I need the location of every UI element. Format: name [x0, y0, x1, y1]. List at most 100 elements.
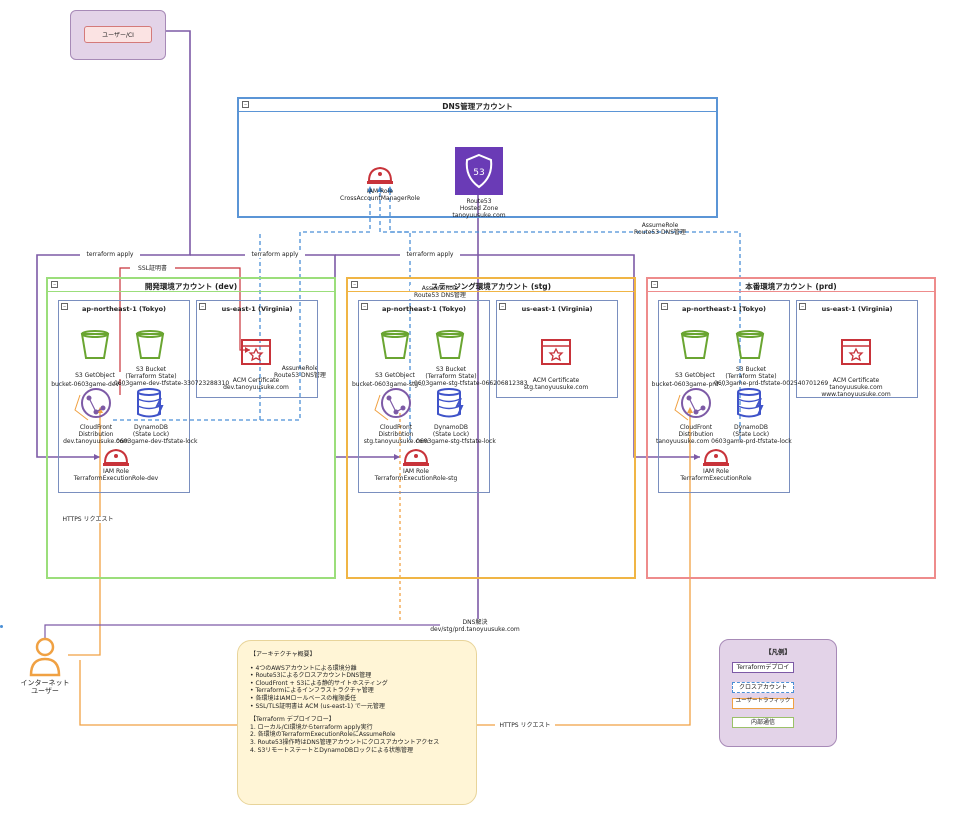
- s3-website-label: bucket-0603game-dev-...: [51, 381, 127, 388]
- summary-flow-step: 4. S3リモートステートとDynamoDBロックによる状態管理: [250, 746, 413, 754]
- dynamodb-label-2: (State Lock): [132, 431, 170, 438]
- internal-line-dev: [74, 394, 89, 421]
- cross-line-stg: [379, 188, 411, 440]
- collapse-icon[interactable]: −: [651, 281, 658, 288]
- edge-label-dns-1: DNS解決: [440, 619, 510, 626]
- iam-role-label-1: IAM Role: [103, 468, 129, 475]
- dns-account-title: DNS管理アカウント: [442, 102, 513, 111]
- cloudfront-icon: [79, 386, 113, 424]
- account-container[interactable]: − ステージング環境アカウント (stg): [346, 277, 636, 579]
- account-header: [348, 279, 634, 292]
- acm-label-2: tanoyuusuke.com: [829, 384, 883, 391]
- cross-arrowheads: [367, 186, 393, 192]
- edge-label-dns-2: dev/stg/prd.tanoyuusuke.com: [420, 626, 530, 633]
- region-tokyo-title: ap-northeast-1 (Tokyo): [81, 305, 167, 313]
- account-container[interactable]: − 開発環境アカウント (dev): [46, 277, 336, 579]
- collapse-icon[interactable]: −: [61, 303, 68, 310]
- legend-title: 【凡例】: [765, 648, 791, 656]
- dynamodb-label-3: 0603game-dev-tfstate-lock: [116, 438, 198, 445]
- internal-line-stg: [374, 394, 389, 421]
- iam-role-label-2: TerraformExecutionRole-dev: [73, 475, 159, 482]
- edge-label-terraform-apply-3: terraform apply: [400, 251, 460, 258]
- dns-account-container[interactable]: − DNS管理アカウント: [237, 97, 718, 218]
- collapse-icon[interactable]: −: [51, 281, 58, 288]
- dynamodb-label-2: (State Lock): [432, 431, 470, 438]
- route53-label-2: Hosted Zone: [459, 205, 499, 212]
- user-ci-box[interactable]: ユーザー/CI: [70, 10, 166, 60]
- cloudfront-icon: [679, 386, 713, 424]
- iam-role-label-2: TerraformExecutionRole-stg: [374, 475, 458, 482]
- s3-website-label: bucket-0603game-stg-...: [351, 381, 426, 388]
- edge-label-assume-stg-2: Route53 DNS管理: [405, 292, 475, 299]
- user-ci-label: ユーザー/CI: [102, 32, 134, 39]
- iam-role-icon: [101, 446, 131, 472]
- s3-tfstate-label-3: 0603game-prd-tfstate-002540701269: [714, 380, 829, 387]
- s3-getobject-label: S3 GetObject: [666, 372, 724, 379]
- iam-role-icon: [701, 446, 731, 472]
- summary-bullet: • Terraformによるインフラストラクチャ管理: [250, 687, 374, 695]
- s3-getobject-label: S3 GetObject: [366, 372, 424, 379]
- dynamodb-icon: [734, 386, 768, 424]
- iam-role-label-2: TerraformExecutionRole: [680, 475, 752, 482]
- region-virginia[interactable]: − us-east-1 (Virginia): [196, 300, 318, 398]
- acm-label-1: ACM Certificate: [232, 377, 280, 384]
- summary-flow-step: 2. 各環境のTerraformExecutionRoleにAssumeRole: [250, 731, 396, 739]
- collapse-icon[interactable]: −: [661, 303, 668, 310]
- s3-tfstate-label-2: (Terraform State): [125, 373, 177, 380]
- collapse-icon[interactable]: −: [242, 101, 249, 108]
- iam-role-icon: [401, 446, 431, 472]
- ssl-line: [119, 267, 250, 395]
- summary-bullet: • 各環境はIAMロールベースの権限委任: [250, 694, 357, 702]
- svg-text:53: 53: [473, 168, 484, 178]
- collapse-icon[interactable]: −: [499, 303, 506, 310]
- summary-bullet: • Route53によるクロスアカウントDNS管理: [250, 672, 372, 680]
- edge-label-terraform-apply-2: terraform apply: [245, 251, 305, 258]
- region-virginia[interactable]: − us-east-1 (Virginia): [796, 300, 918, 398]
- acm-label-1: ACM Certificate: [532, 377, 580, 384]
- dns-account-header: [239, 99, 716, 112]
- region-tokyo[interactable]: − ap-northeast-1 (Tokyo): [58, 300, 190, 493]
- account-title: 開発環境アカウント (dev): [144, 282, 238, 291]
- region-virginia-title: us-east-1 (Virginia): [821, 305, 893, 313]
- s3-website-icon: [78, 328, 112, 366]
- user-ci-inner: ユーザー/CI: [84, 26, 152, 43]
- account-header: [48, 279, 334, 292]
- region-virginia[interactable]: − us-east-1 (Virginia): [496, 300, 618, 398]
- legend: 【凡例】 Terraformデプロイ クロスアカウント ユーザートラフィック 内…: [719, 639, 837, 747]
- s3-tfstate-icon: [133, 328, 167, 366]
- dynamodb-icon: [434, 386, 468, 424]
- summary-heading: 【アーキテクチャ概要】: [250, 651, 316, 658]
- region-tokyo[interactable]: − ap-northeast-1 (Tokyo): [358, 300, 490, 493]
- edge-label-assume-dev-2: Route53 DNS管理: [274, 372, 326, 379]
- collapse-icon[interactable]: −: [199, 303, 206, 310]
- cross-account-role-icon: [367, 166, 393, 184]
- dynamodb-label-3: 0603game-stg-tfstate-lock: [416, 438, 496, 445]
- account-title: ステージング環境アカウント (stg): [430, 282, 552, 291]
- summary-bullet: • SSL/TLS証明書は ACM (us-east-1) で一元管理: [250, 702, 385, 710]
- architecture-summary: 【アーキテクチャ概要】 • 4つのAWSアカウントによる環境分離 • Route…: [237, 640, 477, 805]
- region-tokyo[interactable]: − ap-northeast-1 (Tokyo): [658, 300, 790, 493]
- internet-user-icon[interactable]: [29, 637, 61, 677]
- summary-bullet: • 4つのAWSアカウントによる環境分離: [250, 664, 357, 672]
- cloudfront-label-2: Distribution: [378, 431, 414, 438]
- account-header: [648, 279, 934, 292]
- iam-role-label-1: IAM Role: [703, 468, 729, 475]
- dynamodb-label-2: (State Lock): [732, 431, 770, 438]
- route53-icon: 53: [455, 147, 503, 195]
- cloudfront-label-3: stg.tanoyuusuke.com: [363, 438, 429, 445]
- s3-tfstate-label-1: S3 Bucket: [435, 366, 467, 373]
- summary-flow-heading: 【Terraform デプロイフロー】: [250, 716, 335, 724]
- account-container[interactable]: − 本番環境アカウント (prd): [646, 277, 936, 579]
- cloudfront-label-3: dev.tanoyuusuke.com: [63, 438, 129, 445]
- summary-flow-step: 1. ローカル/CI環境からterraform apply実行: [250, 723, 373, 731]
- edge-label-assume-top-2: Route53 DNS管理: [634, 229, 686, 236]
- acm-icon: [839, 336, 873, 374]
- collapse-icon[interactable]: −: [351, 281, 358, 288]
- summary-bullet: • CloudFront + S3による静的サイトホスティング: [250, 679, 388, 687]
- collapse-icon[interactable]: −: [799, 303, 806, 310]
- internet-user-label-1: インターネット: [20, 679, 70, 687]
- route53-label-1: Route53: [466, 198, 492, 205]
- s3-getobject-label: S3 GetObject: [66, 372, 124, 379]
- legend-internal: 内部通信: [732, 717, 794, 728]
- collapse-icon[interactable]: −: [361, 303, 368, 310]
